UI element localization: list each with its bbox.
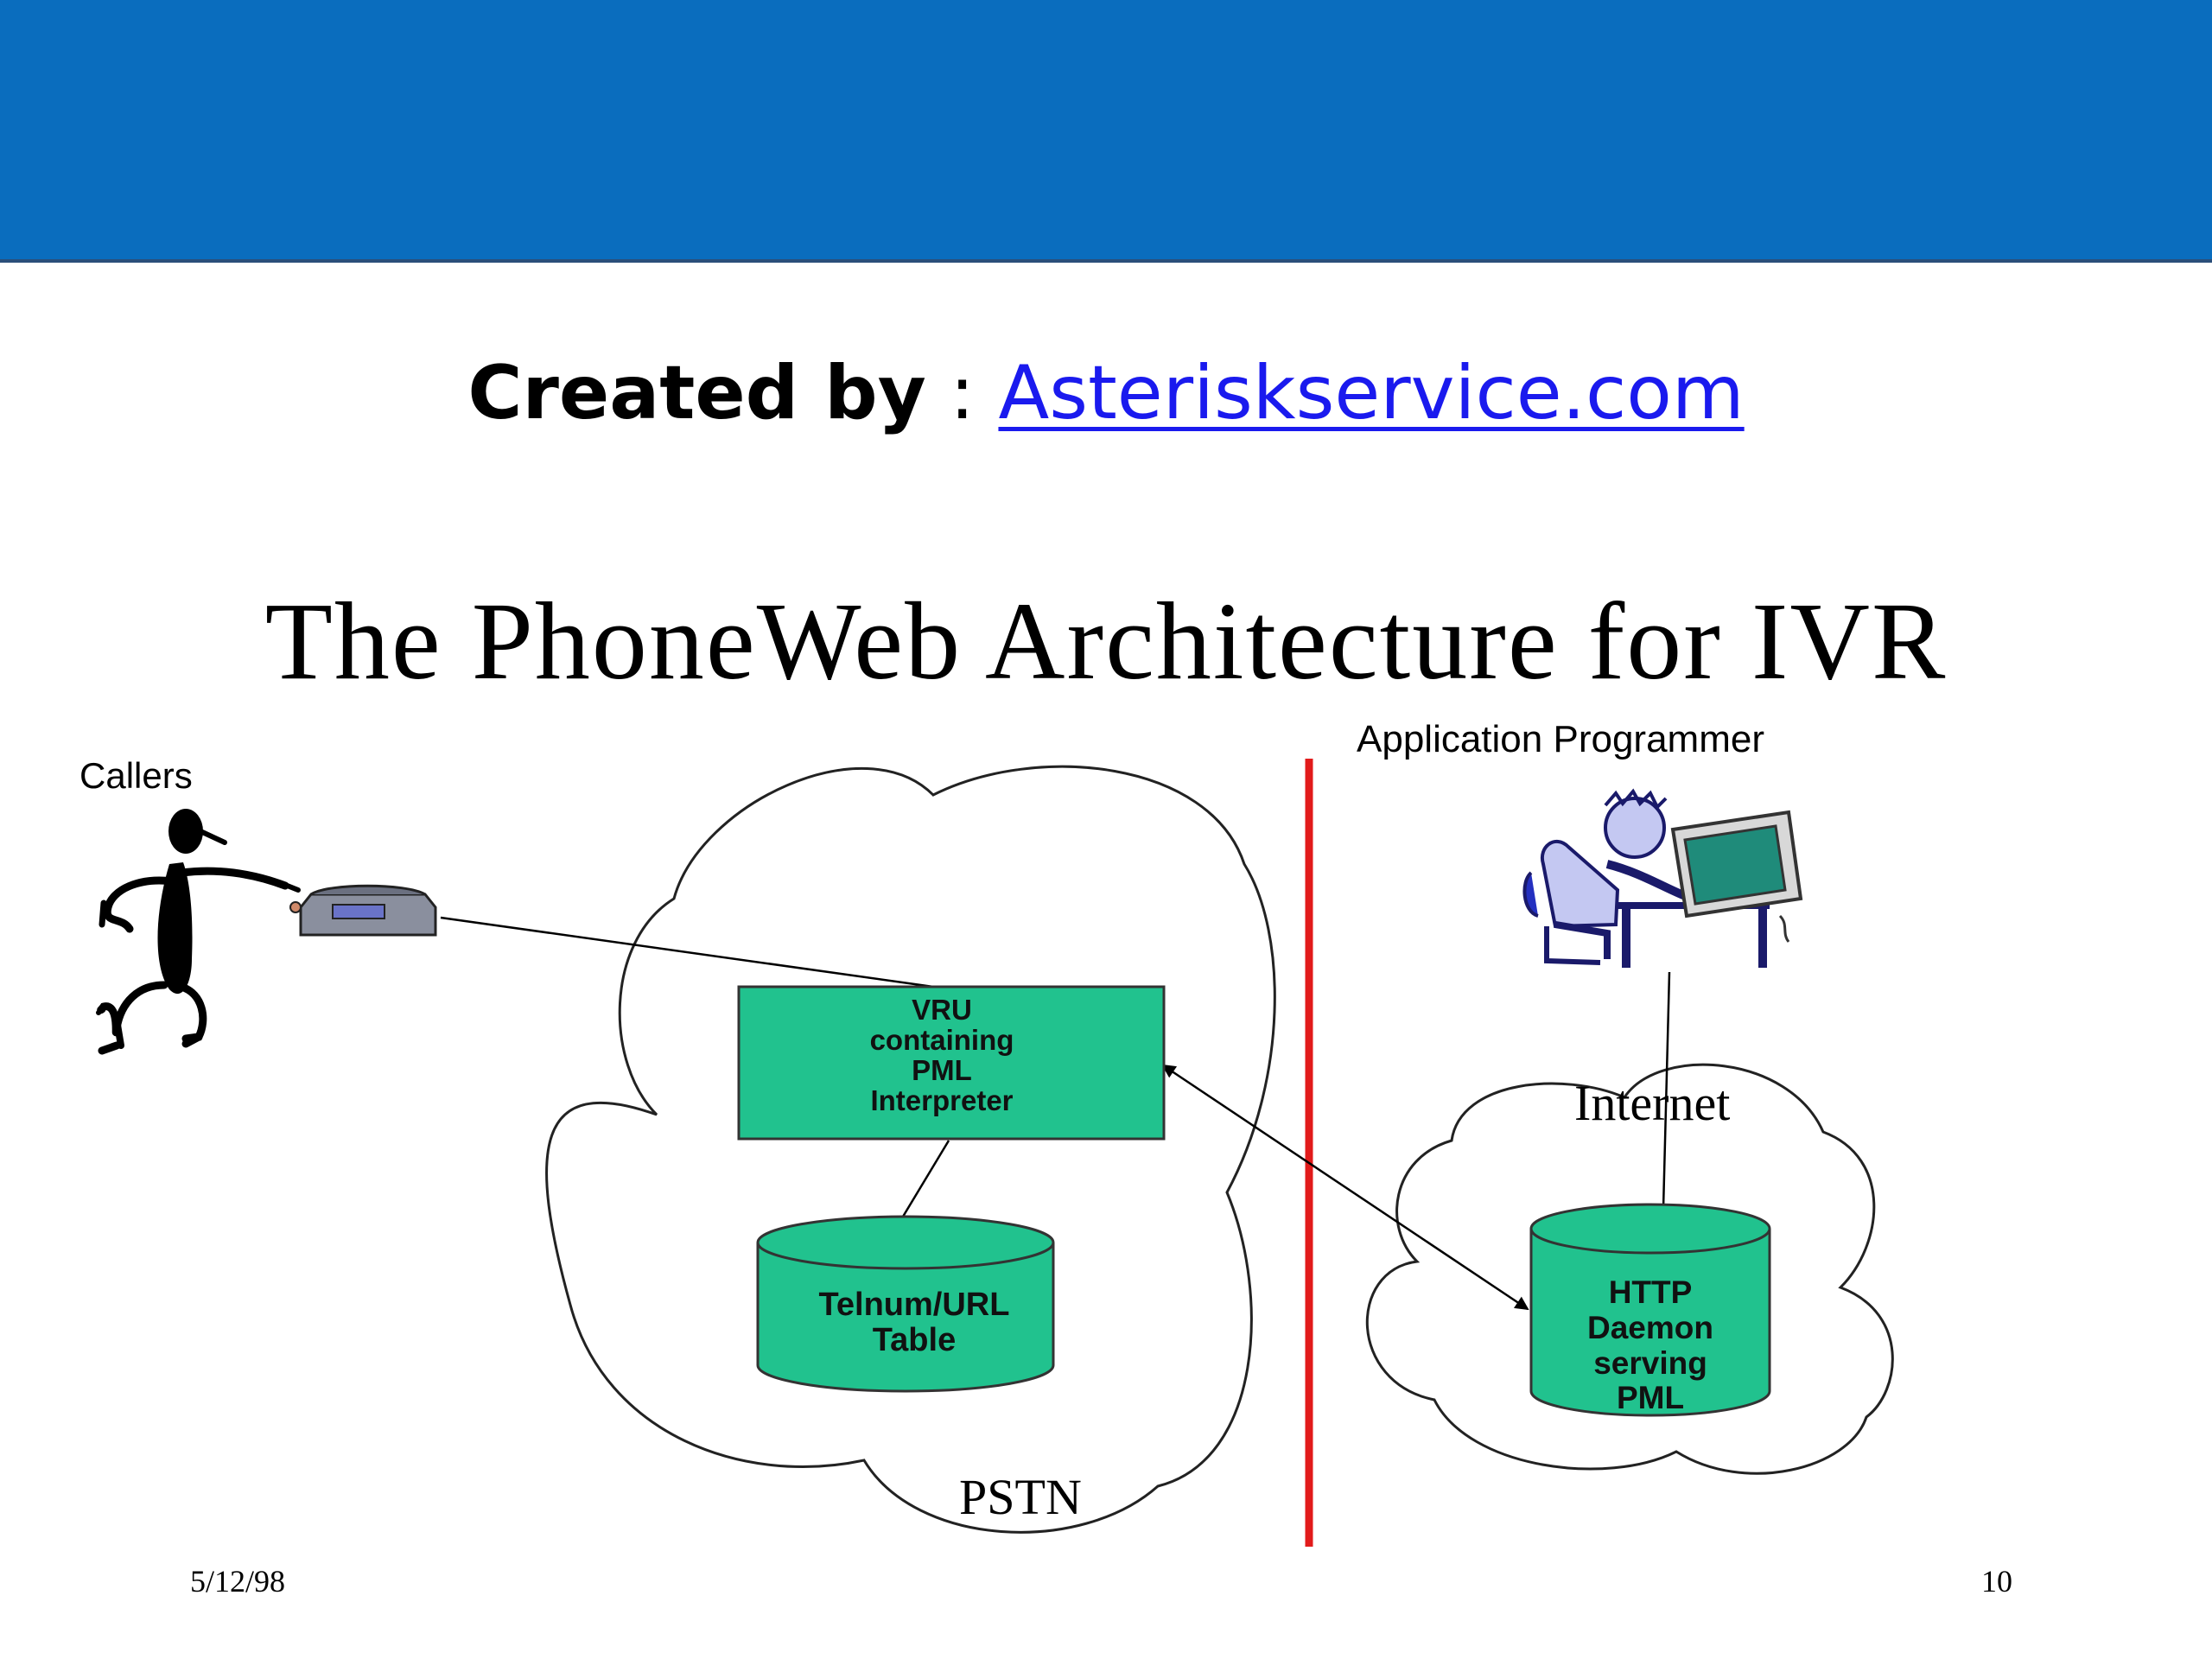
telnum-url-table-cylinder: Telnum/URL Table bbox=[756, 1215, 1055, 1393]
vru-line-3: PML bbox=[912, 1054, 972, 1086]
callers-label: Callers bbox=[79, 755, 193, 796]
vru-to-table-line bbox=[901, 1140, 950, 1217]
created-by-line: Created by : Asteriskservice.com bbox=[0, 346, 2212, 441]
http-line-3: serving bbox=[1593, 1345, 1707, 1381]
vru-line-1: VRU bbox=[912, 994, 972, 1026]
vru-line-4: Interpreter bbox=[870, 1084, 1013, 1116]
slide-page-number: 10 bbox=[1981, 1564, 2012, 1599]
asteriskservice-link[interactable]: Asteriskservice.com bbox=[998, 350, 1745, 436]
http-line-2: Daemon bbox=[1587, 1310, 1713, 1345]
slide-date: 5/12/98 bbox=[190, 1564, 285, 1599]
vru-line-2: containing bbox=[870, 1024, 1014, 1056]
telephone-icon bbox=[289, 884, 437, 937]
programmer-label: Application Programmer bbox=[1357, 718, 1764, 760]
vru-http-arrow bbox=[1161, 1064, 1529, 1311]
created-by-label: Created by bbox=[467, 350, 926, 436]
created-by-separator: : bbox=[925, 350, 999, 436]
header-banner bbox=[0, 0, 2212, 263]
pstn-cloud bbox=[545, 765, 1276, 1534]
http-line-4: PML bbox=[1617, 1380, 1684, 1415]
programmer-to-http-line bbox=[1661, 971, 1671, 1243]
slide-title: The PhoneWeb Architecture for IVR bbox=[264, 580, 1948, 702]
table-line-2: Table bbox=[873, 1322, 956, 1358]
pstn-label: PSTN bbox=[959, 1469, 1082, 1525]
internet-label: Internet bbox=[1574, 1075, 1730, 1131]
http-daemon-cylinder: HTTP Daemon serving PML bbox=[1529, 1203, 1771, 1417]
vru-box: VRU containing PML Interpreter bbox=[737, 985, 1166, 1141]
http-line-1: HTTP bbox=[1609, 1274, 1693, 1310]
phone-to-vru-line bbox=[440, 916, 934, 988]
programmer-at-computer-icon bbox=[1522, 788, 1803, 968]
caller-figure-icon bbox=[96, 809, 301, 1055]
table-line-1: Telnum/URL bbox=[819, 1287, 1010, 1323]
